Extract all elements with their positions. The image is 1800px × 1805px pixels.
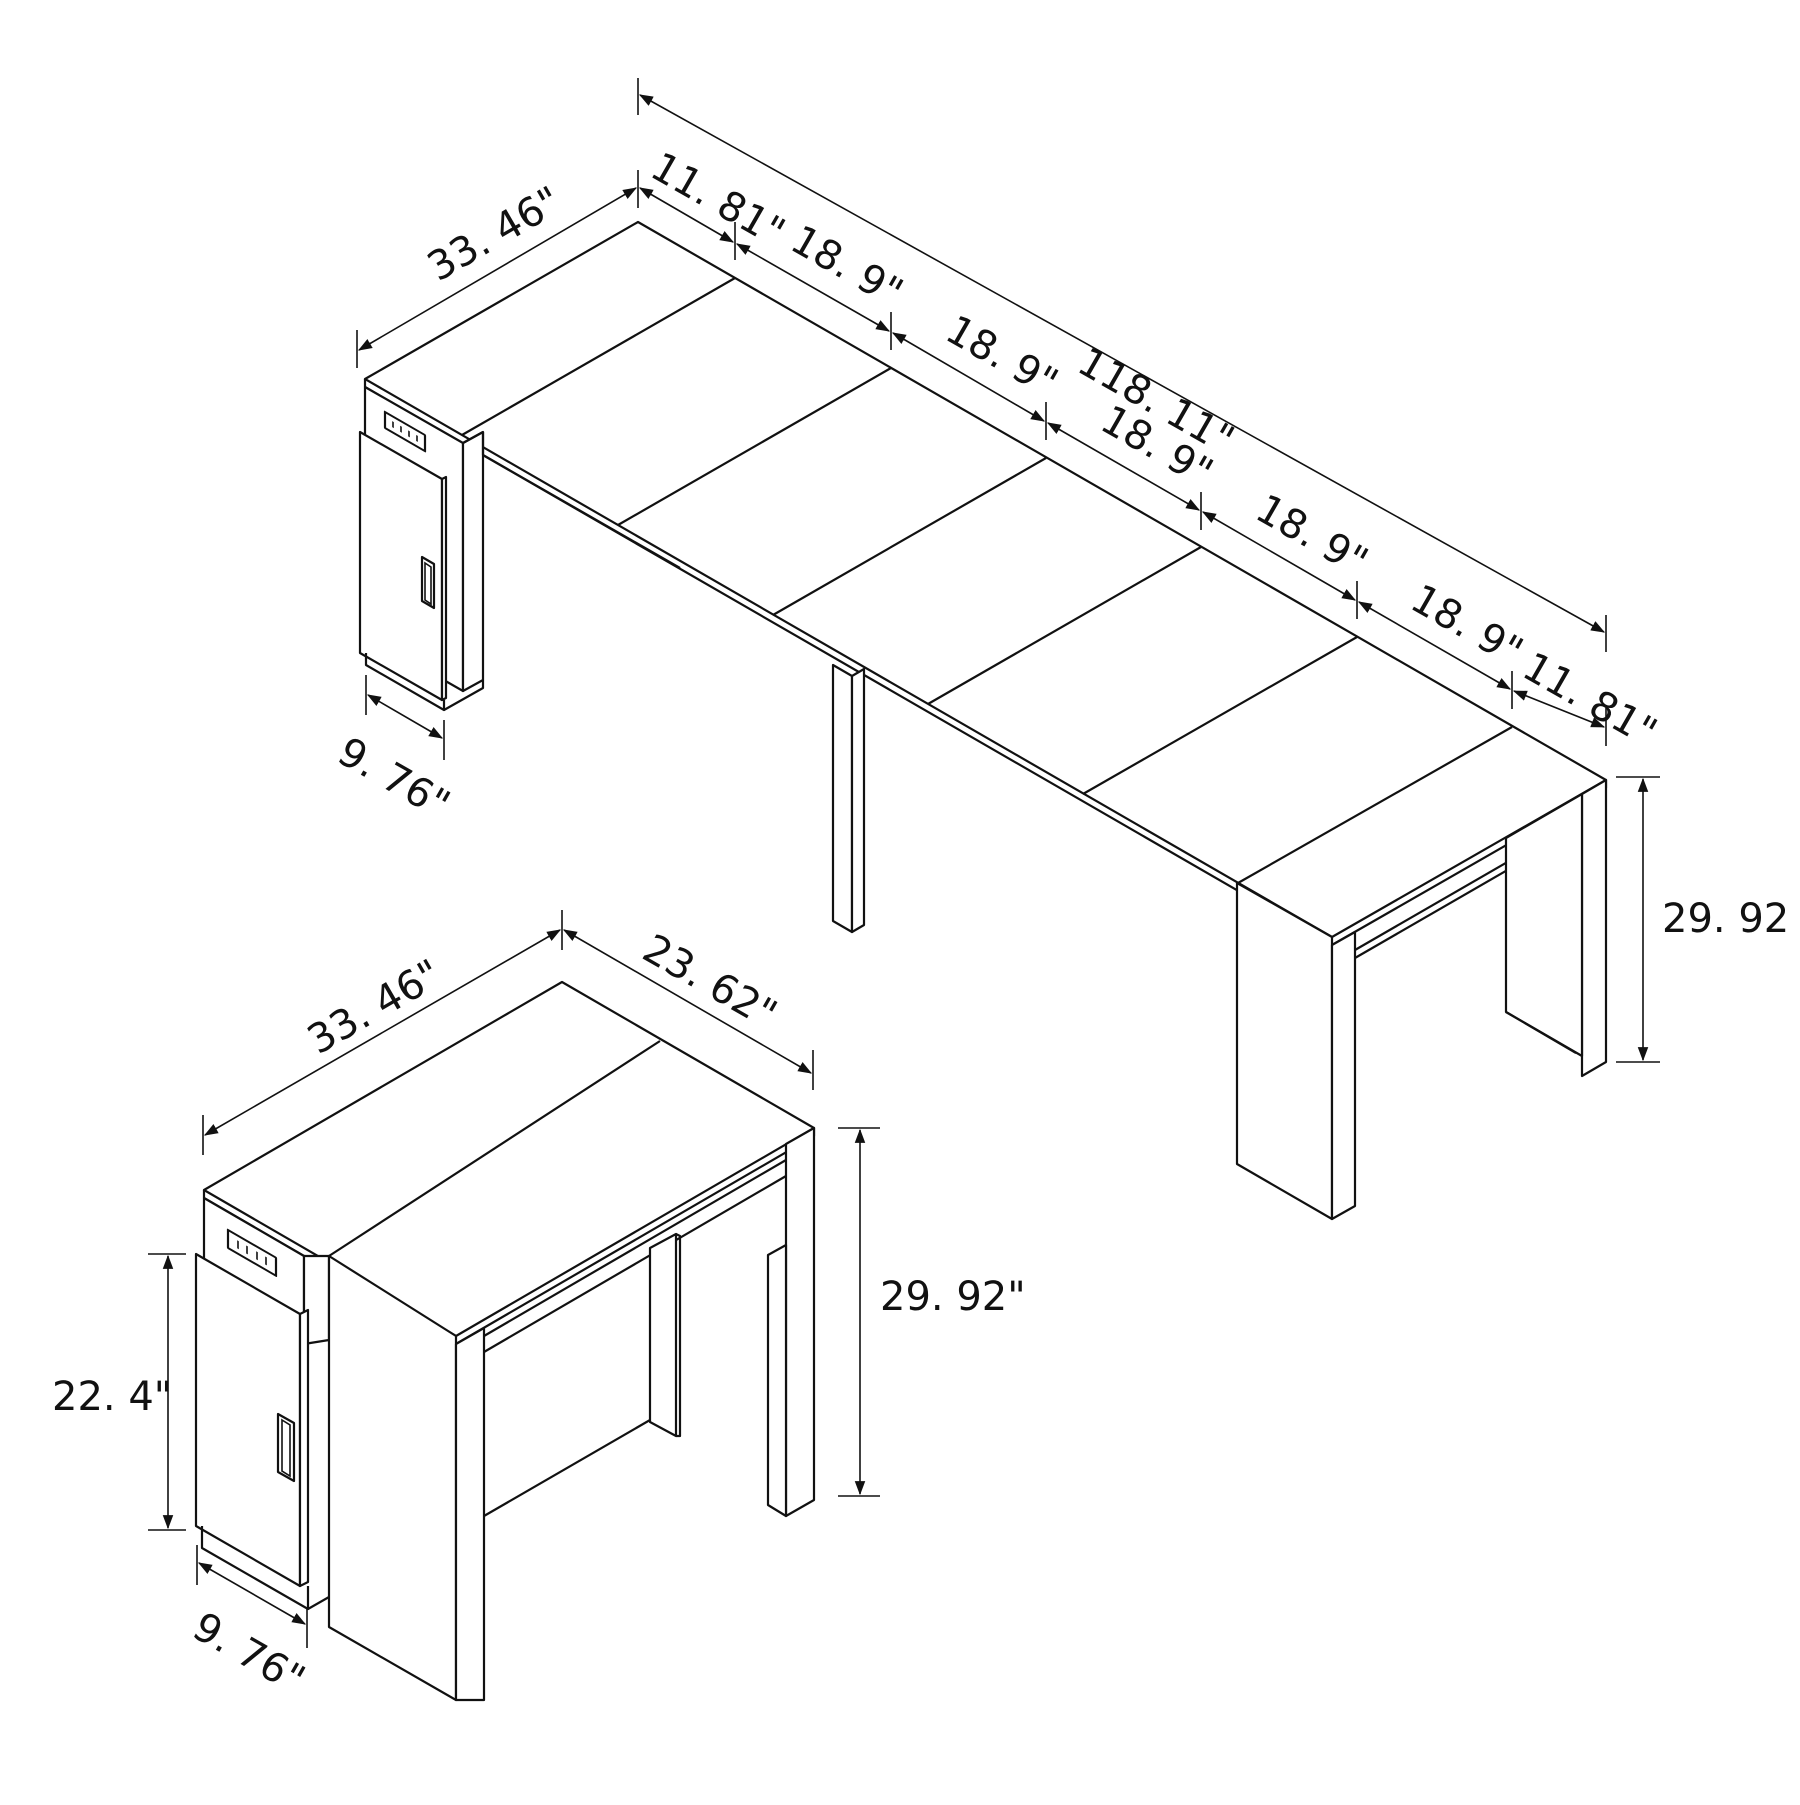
dimension-height-closed: 29. 92" xyxy=(838,1127,1026,1497)
width-label-closed: 23. 62" xyxy=(635,926,784,1038)
cabinet-depth-label-extended: 9. 76" xyxy=(330,729,457,829)
extended-table-right-frame xyxy=(1235,778,1608,1221)
dimension-height-extended: 29. 92 xyxy=(1616,776,1789,1063)
segment-label-leaf-4: 18. 9" xyxy=(1248,486,1375,586)
segment-label-leaf-5: 18. 9" xyxy=(1403,576,1530,676)
segment-label-leaf-1: 18. 9" xyxy=(783,217,910,317)
closed-table-drawing: 33. 46" 23. 62" 29. 92" 22. 4" 9. 76" xyxy=(52,910,1026,1703)
storage-cabinet-closed xyxy=(194,1196,331,1611)
door-height-label: 22. 4" xyxy=(52,1374,172,1420)
power-outlet-icon xyxy=(383,410,427,453)
dimension-door-height: 22. 4" xyxy=(52,1253,186,1531)
power-outlet-icon xyxy=(226,1228,278,1277)
middle-support-leg xyxy=(831,663,866,934)
cabinet-depth-label-closed: 9. 76" xyxy=(185,1604,312,1704)
cabinet-door-closed[interactable] xyxy=(194,1252,302,1588)
height-label-extended: 29. 92 xyxy=(1662,896,1789,942)
height-label-closed: 29. 92" xyxy=(880,1274,1026,1320)
door-handle-icon xyxy=(276,1412,296,1483)
closed-table-body xyxy=(327,1126,816,1702)
door-handle-icon xyxy=(420,555,436,610)
storage-cabinet-extended xyxy=(358,385,485,712)
